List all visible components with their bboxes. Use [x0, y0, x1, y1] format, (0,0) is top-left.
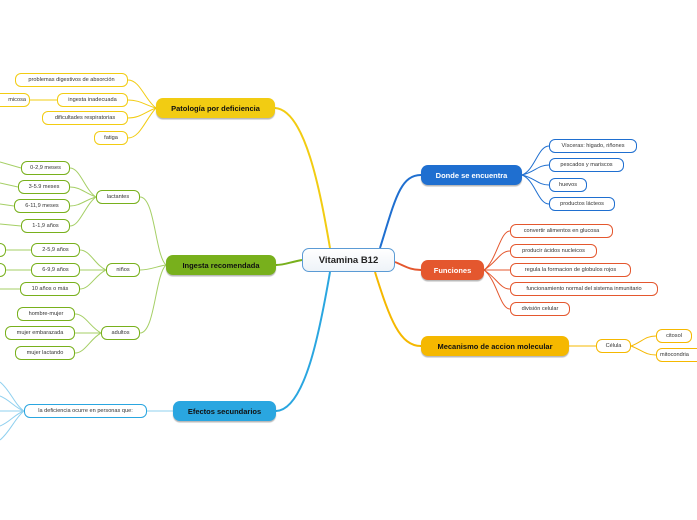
leaf-lactantes-2[interactable]: 6-11,9 meses — [14, 199, 70, 213]
links-efectos — [0, 381, 173, 441]
leaf-donde-2[interactable]: huevos — [549, 178, 587, 192]
leaf-fatiga[interactable]: fatiga — [94, 131, 128, 145]
link-efectos — [275, 271, 331, 412]
leaf-mitocondria[interactable]: mitocondria — [656, 348, 697, 362]
link-patologia — [274, 107, 331, 249]
links-funciones — [483, 230, 511, 310]
links-ingesta — [0, 161, 167, 354]
branch-donde[interactable]: Donde se encuentra — [421, 165, 522, 185]
leaf-funciones-0[interactable]: convertir alimentos en glucosa — [510, 224, 613, 238]
leaf-ninos-0[interactable]: 2-5,9 años — [31, 243, 80, 257]
links-donde — [521, 145, 550, 205]
leaf-donde-0[interactable]: Vísceras: higado, riñones — [549, 139, 637, 153]
leaf-adultos-0[interactable]: hombre-mujer — [17, 307, 75, 321]
leaf-micosa[interactable]: micosa — [0, 93, 30, 107]
leaf-donde-3[interactable]: productos lácteos — [549, 197, 615, 211]
node-adultos[interactable]: adultos — [101, 326, 140, 340]
leaf-lactantes-0[interactable]: 0-2,9 meses — [21, 161, 70, 175]
links-mecanismo — [569, 335, 657, 356]
node-lactantes[interactable]: lactantes — [96, 190, 140, 204]
leaf-lactantes-3[interactable]: 1-1,9 años — [21, 219, 70, 233]
leaf-donde-1[interactable]: pescados y mariscos — [549, 158, 624, 172]
leaf-problemas-digestivos[interactable]: problemas digestivos de absorción — [15, 73, 128, 87]
leaf-funciones-2[interactable]: regula la formacion de globulos rojos — [510, 263, 631, 277]
link-ingesta — [275, 259, 303, 266]
leaf-ingesta-inadecuada[interactable]: ingesta inadecuada — [57, 93, 128, 107]
leaf-dificultades-respiratorias[interactable]: dificultades respiratorias — [42, 111, 128, 125]
leaf-funciones-1[interactable]: producir ácidos nucleicos — [510, 244, 597, 258]
branch-ingesta[interactable]: Ingesta recomendada — [166, 255, 276, 275]
leaf-funciones-4[interactable]: división celular — [510, 302, 570, 316]
leaf-adultos-2[interactable]: mujer lactando — [15, 346, 75, 360]
link-mecanismo — [374, 271, 422, 347]
branch-patologia[interactable]: Patología por deficiencia — [156, 98, 275, 118]
leaf-lactantes-1[interactable]: 3-5.9 meses — [18, 180, 70, 194]
links-patologia — [30, 79, 157, 139]
node-ninos[interactable]: niños — [106, 263, 140, 277]
branch-funciones[interactable]: Funciones — [421, 260, 484, 280]
branch-efectos[interactable]: Efectos secundarios — [173, 401, 276, 421]
leaf-funciones-3[interactable]: funcionamiento normal del sistema inmuni… — [510, 282, 658, 296]
root-node[interactable]: Vitamina B12 — [302, 248, 395, 272]
branch-mecanismo[interactable]: Mecanismo de accion molecular — [421, 336, 569, 356]
node-celula[interactable]: Célula — [596, 339, 631, 353]
link-donde — [379, 174, 422, 249]
leaf-adultos-1[interactable]: mujer embarazada — [5, 326, 75, 340]
leaf-ninos-1[interactable]: 6-9,9 años — [31, 263, 80, 277]
link-funciones — [394, 261, 422, 271]
leaf-citosol[interactable]: citosol — [656, 329, 692, 343]
leaf-ninos-2[interactable]: 10 años o más — [20, 282, 80, 296]
leaf-deficiencia-ocurre[interactable]: la deficiencia ocurre en personas que: — [24, 404, 147, 418]
